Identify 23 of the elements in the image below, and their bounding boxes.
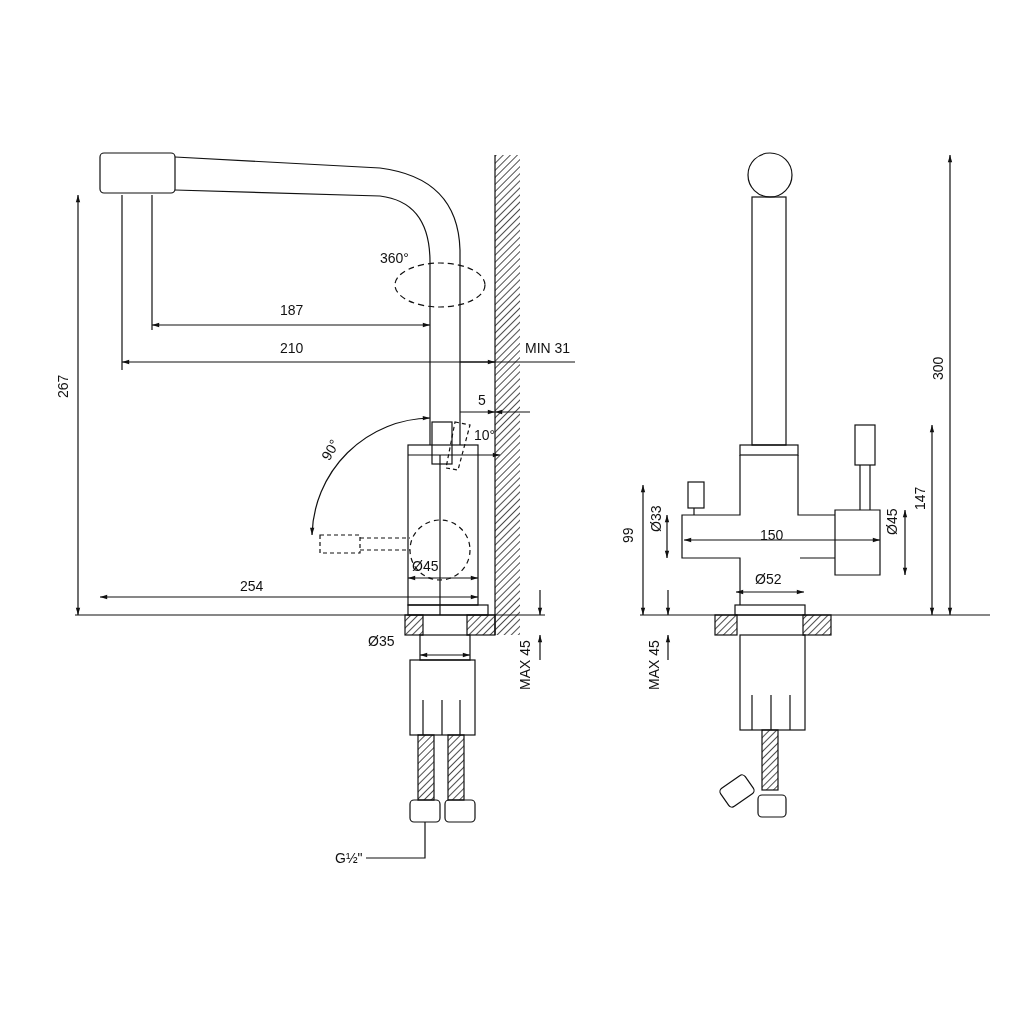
dimension-label: Ø35 (368, 633, 395, 649)
dimension-label: 210 (280, 340, 304, 356)
dimension-label: MAX 45 (517, 640, 533, 690)
dimension-label: 150 (760, 527, 784, 543)
dimension-label: 360° (380, 250, 409, 266)
dimension-label: Ø45 (884, 508, 900, 535)
dimension-label: 99 (620, 527, 636, 543)
dimension-label: Ø45 (412, 558, 439, 574)
dimension-label: Ø52 (755, 571, 782, 587)
dimension-label: MIN 31 (525, 340, 571, 356)
dimension-label: 5 (478, 392, 486, 408)
leader-line (365, 821, 426, 859)
dimension-label: 90° (318, 436, 343, 463)
hose-fitting (409, 799, 441, 823)
dimension-label: 147 (912, 486, 928, 510)
dimension-label: Ø33 (648, 505, 664, 532)
dimension-label: 267 (55, 374, 71, 398)
dimension-label: 10° (474, 427, 496, 443)
dimension-label: MAX 45 (646, 640, 662, 690)
dimension-label: 187 (280, 302, 304, 318)
dimension-label: 300 (930, 356, 946, 380)
dimension-label: 254 (240, 578, 264, 594)
thread-size-label: G½" (335, 850, 363, 866)
